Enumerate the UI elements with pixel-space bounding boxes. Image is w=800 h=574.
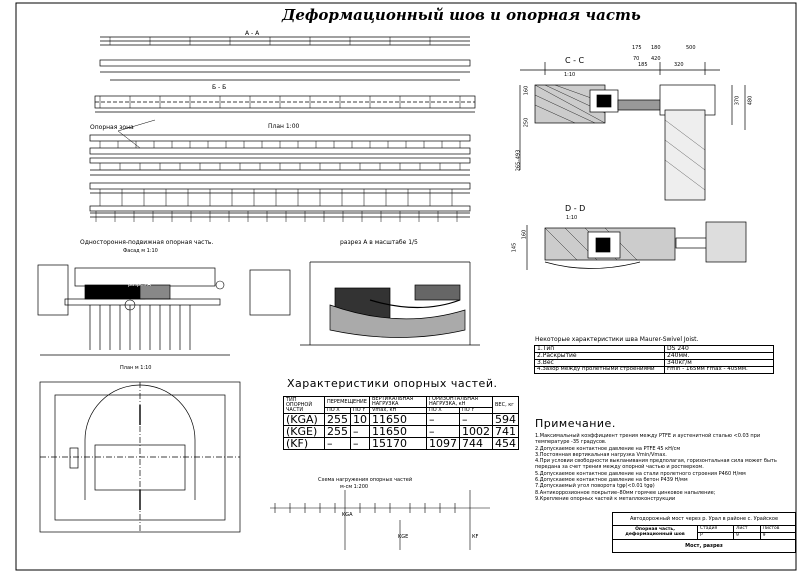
label-plan-small: План м 1:10 — [120, 365, 152, 371]
note-item: 9.Крепление опорных частей к металлоконс… — [535, 495, 676, 502]
label-kge: KGE — [398, 534, 409, 540]
note-item: 2.Допускаемое контактное давление на PTF… — [535, 445, 681, 452]
dim-dd-1: 160 — [521, 229, 528, 240]
dim-cc-7: 160 — [523, 85, 530, 96]
dim-cc-4: 185 — [638, 62, 648, 68]
label-kga: KGA — [342, 512, 353, 518]
label-bearing-caption: Одностороння-подвижная опорная часть. — [80, 239, 214, 246]
note-item: 4.При условии свободности выкланивания п… — [535, 458, 777, 471]
label-section-cc: С - С — [565, 56, 585, 65]
note-item: 1.Максимальный коэффициент трения между … — [535, 433, 761, 446]
elevation-ticks — [95, 37, 461, 222]
title-block: Автодорожный мост через р. Урал в районе… — [612, 512, 797, 553]
label-facade: Фасад м 1:10 — [123, 248, 158, 254]
dim-cc-6: 320 — [674, 62, 684, 68]
detail-a-section — [249, 261, 480, 346]
sheet-frame — [15, 2, 797, 571]
dim-cc-10: 370 — [734, 95, 741, 106]
label-loads-caption: Схема нагружения опорных частей — [318, 477, 413, 483]
callout-marks — [124, 280, 225, 311]
plan-drawing — [39, 381, 241, 533]
dim-cc-11: 480 — [747, 95, 754, 106]
notes-title: Примечание. — [535, 417, 616, 430]
char-title: Некоторые характеристики шва Maurer-Swiv… — [535, 336, 699, 343]
bearing-table: ТИП ОПОРНОЙ ЧАСТИ ПЕРЕМЕЩЕНИЕ ВЕРТИКАЛЬН… — [283, 396, 519, 450]
label-scale-cc: 1:10 — [564, 72, 576, 78]
note-item: 7.Допускаемый угол поворота tgφ(<0.01 tg… — [535, 483, 655, 490]
dim-cc-8: 250 — [523, 117, 530, 128]
notes-list: 1.Максимальный коэффициент трения между … — [535, 433, 785, 502]
dim-cc-0: 175 — [632, 45, 642, 51]
label-scale-dd: 1:10 — [566, 215, 578, 221]
drawing-title: Деформационный шов и опорная часть — [282, 6, 641, 24]
dim-dd-0: 145 — [511, 242, 518, 253]
note-item: 3.Постоянная вертикальная нагрузка Vmin/… — [535, 451, 667, 458]
bearing-facade — [37, 264, 230, 356]
bearing-table-title: Характеристики опорных частей. — [287, 377, 498, 390]
section-cc-drawing — [519, 62, 746, 201]
label-section-dd: D - D — [565, 204, 586, 213]
label-plan: План 1:00 — [268, 123, 300, 130]
dim-cc-9: 265–493 — [515, 149, 522, 172]
label-cut-a: разрез А в масштабе 1/5 — [340, 239, 418, 246]
note-item: 8.Антикоррозионное покрытие–80мм горячее… — [535, 489, 716, 496]
label-loads-scale: м-см 1:200 — [340, 484, 369, 490]
load-scheme — [270, 490, 490, 550]
label-kf: КF — [472, 534, 479, 540]
main-elevation — [89, 36, 476, 218]
section-dd-drawing — [526, 221, 747, 270]
label-detail-a: разрез А — [128, 282, 151, 288]
dim-cc-1: 180 — [651, 45, 661, 51]
label-section-bb: Б - Б — [212, 84, 227, 91]
label-support-zone: Опорная зона — [90, 124, 134, 131]
dim-cc-2: 500 — [686, 45, 696, 51]
note-item: 5.Допускаемое контактное давление на ста… — [535, 470, 746, 477]
dim-cc-5: 420 — [651, 56, 661, 62]
support-zone-leader — [117, 119, 156, 149]
note-item: 6.Допускаемое контактное давление на бет… — [535, 477, 688, 484]
label-section-aa: А - А — [245, 30, 260, 37]
dim-cc-3: 70 — [633, 56, 640, 62]
